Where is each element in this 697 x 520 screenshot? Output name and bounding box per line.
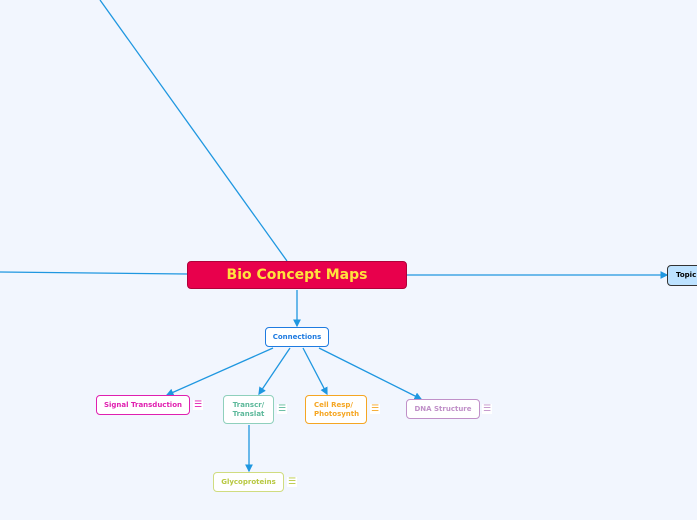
note-icon[interactable]: ☰ (193, 400, 203, 410)
cell-resp-node[interactable]: Cell Resp/ Photosynth (305, 395, 367, 424)
note-icon[interactable]: ☰ (370, 404, 380, 414)
central-topic[interactable]: Bio Concept Maps (187, 261, 407, 289)
note-icon[interactable]: ☰ (287, 477, 297, 487)
transcr-translat-node[interactable]: Transcr/ Translat (223, 395, 274, 424)
note-icon[interactable]: ☰ (277, 404, 287, 414)
note-icon[interactable]: ☰ (482, 404, 492, 414)
dna-structure-node[interactable]: DNA Structure (406, 399, 480, 419)
glycoproteins-node[interactable]: Glycoproteins (213, 472, 284, 492)
topic-node[interactable]: Topic (667, 265, 697, 286)
connections-node[interactable]: Connections (265, 327, 329, 347)
signal-transduction-node[interactable]: Signal Transduction (96, 395, 190, 415)
